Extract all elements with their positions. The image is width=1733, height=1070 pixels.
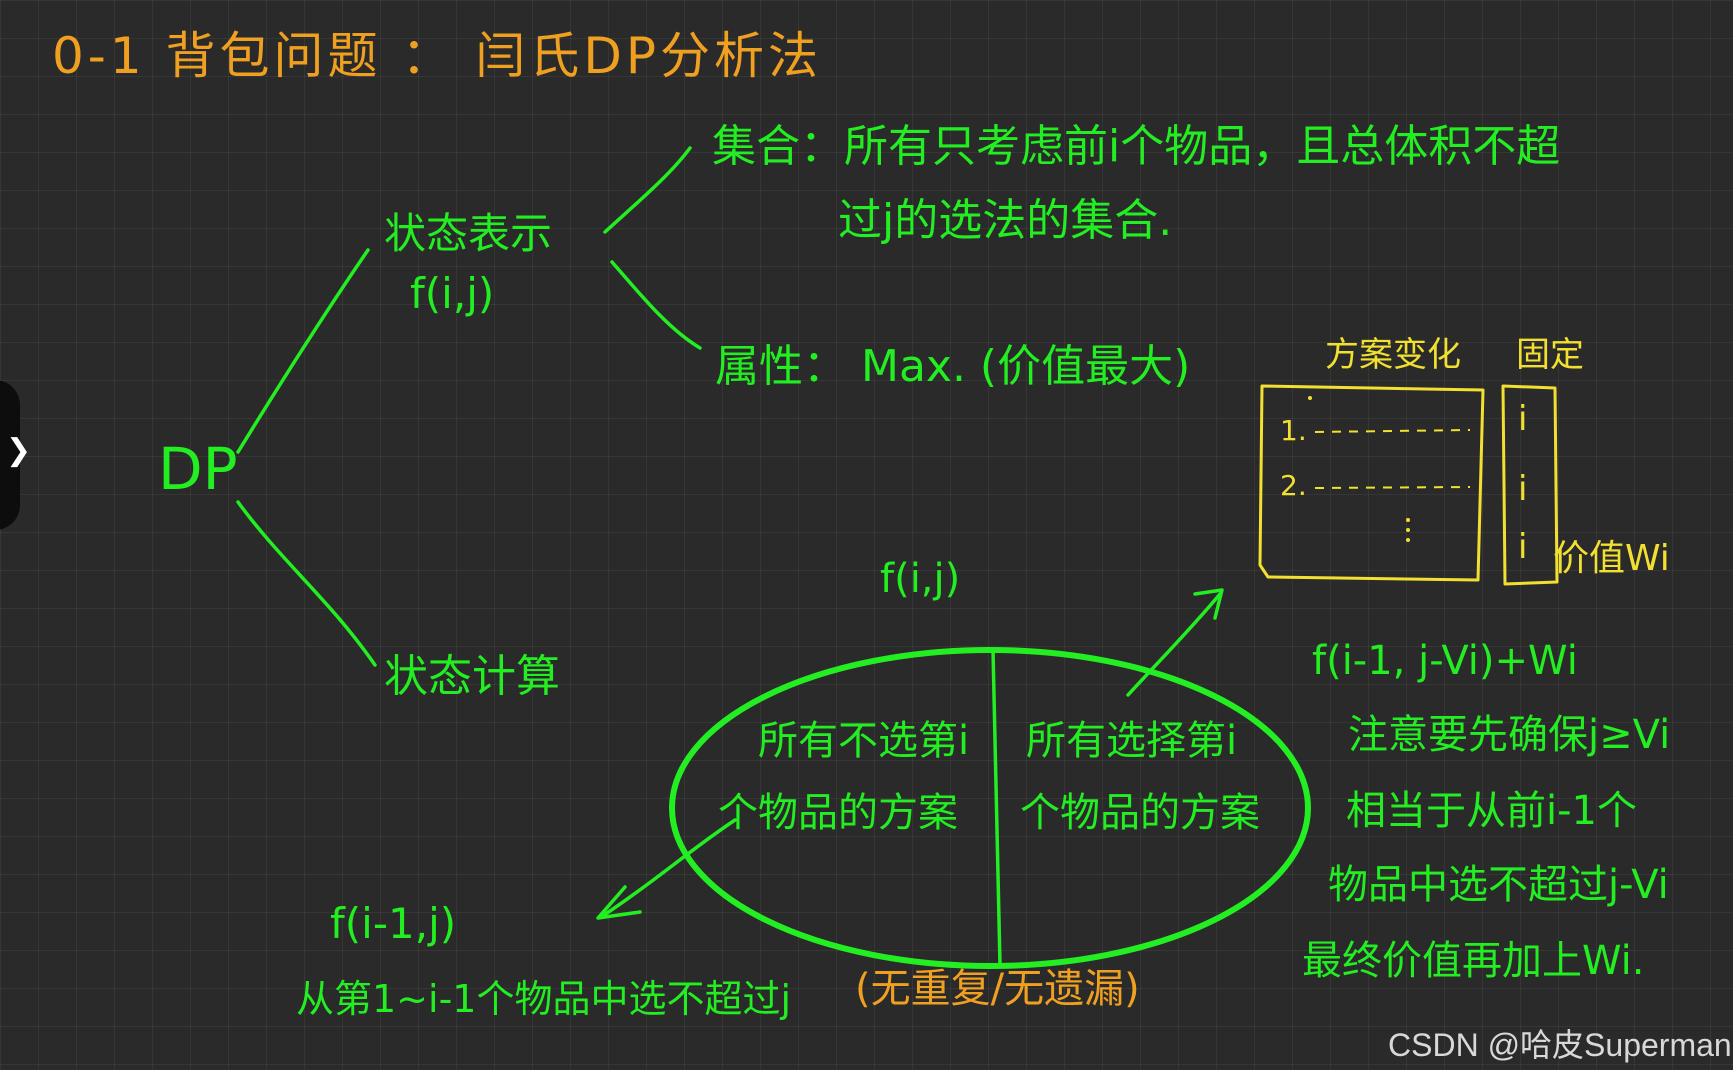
side-panel-handle[interactable]: ❯ [0, 380, 31, 530]
state-repr-label: 状态表示 [384, 209, 553, 258]
fixed-cell-2: i [1518, 469, 1528, 509]
right-note-4: 最终价值再加上Wi. [1302, 938, 1645, 984]
left-part-line1: 所有不选第i [758, 718, 970, 764]
watermark: CSDN @哈皮Superman [1388, 1027, 1732, 1063]
state-repr-func: f(i,j) [410, 269, 495, 318]
root-node: DP [158, 435, 238, 503]
page-title: 0-1 背包问题 ： 闫氏DP分析法 [52, 27, 822, 85]
row2-dashes [1314, 486, 1471, 489]
right-formula: f(i-1, j-Vi)+Wi [1312, 638, 1578, 684]
fixed-cell-3: i [1518, 527, 1528, 567]
left-part-line2: 个物品的方案 [718, 790, 958, 836]
right-note-3: 物品中选不超过j-Vi [1328, 862, 1669, 908]
set-line2: 过j的选法的集合. [838, 195, 1173, 246]
table-row2-label: 2. [1280, 469, 1307, 502]
row1-dashes [1314, 429, 1471, 433]
left-description: 从第1~i-1个物品中选不超过j [296, 977, 792, 1021]
right-part-line1: 所有选择第i [1026, 718, 1238, 764]
right-part-line2: 个物品的方案 [1020, 790, 1260, 836]
partition-ellipse [669, 647, 1311, 969]
partition-note: (无重复/无遗漏) [855, 966, 1140, 1012]
chevron-right-icon: ❯ [6, 433, 32, 468]
attr-label: 属性： Max. (价值最大) [715, 341, 1191, 392]
partition-divider [991, 648, 1002, 967]
table-header-right: 固定 [1516, 335, 1584, 375]
branch-state-repr [236, 248, 370, 454]
fixed-cell-1: i [1518, 399, 1528, 439]
branch-set [603, 146, 692, 234]
table-box [1258, 384, 1485, 582]
arrow-right-head [1193, 588, 1224, 620]
branch-state-calc [236, 500, 377, 667]
right-note-2: 相当于从前i-1个 [1346, 788, 1637, 834]
value-label: 价值Wi [1553, 538, 1670, 579]
left-formula: f(i-1,j) [330, 899, 457, 948]
set-line1: 集合：所有只考虑前i个物品，且总体积不超 [712, 121, 1561, 172]
arrow-left-head [596, 885, 642, 920]
arrow-right [1126, 592, 1222, 697]
partition-func: f(i,j) [880, 556, 961, 602]
table-header-left: 方案变化 [1325, 335, 1461, 375]
state-calc-label: 状态计算 [384, 651, 560, 702]
table-row1-label: 1. [1280, 414, 1307, 447]
right-note-1: 注意要先确保j≥Vi [1348, 712, 1671, 758]
fixed-column [1501, 384, 1559, 586]
arrow-left [602, 818, 737, 917]
branch-attr [610, 260, 702, 350]
